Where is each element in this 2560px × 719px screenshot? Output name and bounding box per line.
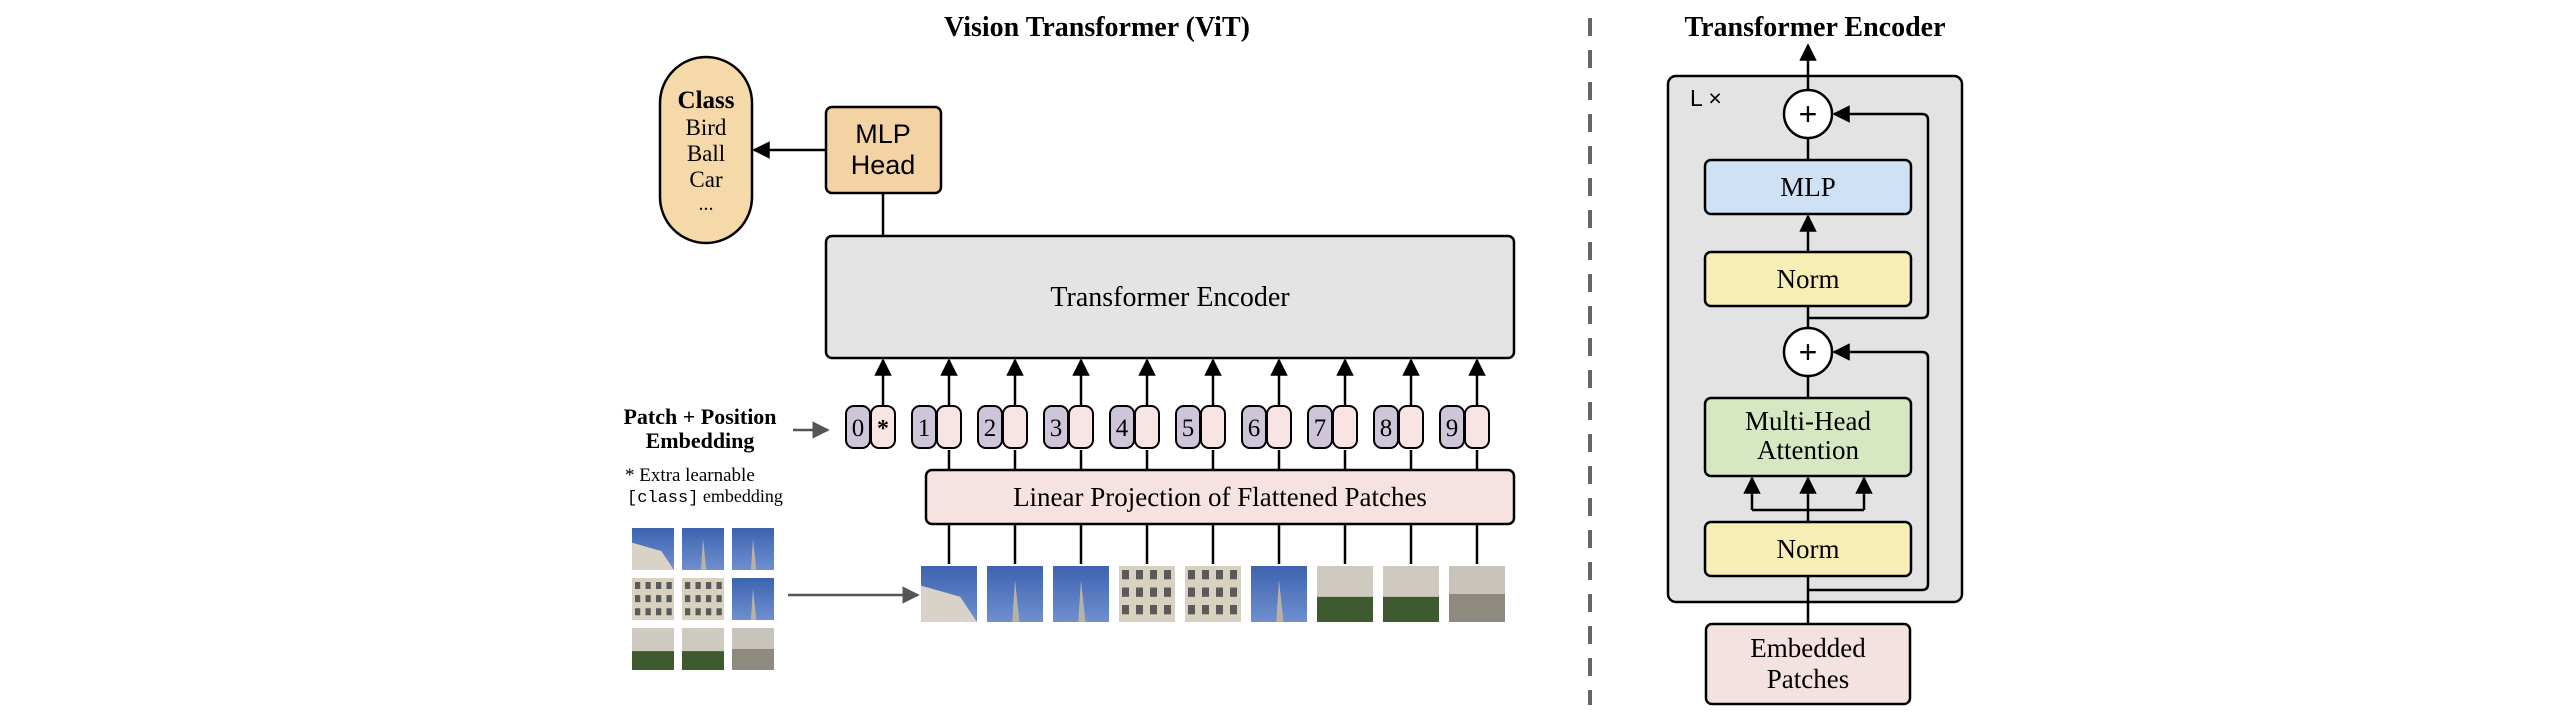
repeat-label: L × <box>1690 85 1722 111</box>
class-item-more: ... <box>699 193 714 215</box>
position-index-4: 4 <box>1116 415 1129 442</box>
norm-block-bottom: Norm <box>1703 520 1913 578</box>
token-pair-1: 1 <box>911 358 962 470</box>
token-pair-9: 9 <box>1439 358 1490 470</box>
mlp-head-line1: MLP <box>855 119 911 149</box>
patch-embedding-1 <box>936 405 962 449</box>
position-index-0: 0 <box>852 415 865 442</box>
class-token-marker: * <box>877 416 889 442</box>
encoder-detail-title: Transformer Encoder <box>1684 12 1945 43</box>
multi-head-attention-block: Multi-Head Attention <box>1703 396 1913 478</box>
mlp-head-line2: Head <box>851 150 916 180</box>
grid-patch-1 <box>632 528 674 570</box>
transformer-encoder-label: Transformer Encoder <box>1050 282 1290 313</box>
add-symbol-top: + <box>1799 96 1818 132</box>
norm-top-label: Norm <box>1777 264 1840 294</box>
norm-bottom-label: Norm <box>1777 534 1840 564</box>
class-item-ball: Ball <box>687 141 725 166</box>
extra-learnable-note-line2: [class] embedding <box>627 486 783 508</box>
embedded-patches-line1: Embedded <box>1750 633 1866 663</box>
mlp-block-label: MLP <box>1780 172 1836 202</box>
token-pair-4: 4 <box>1109 358 1160 470</box>
flattened-patch-6 <box>1251 566 1307 622</box>
flattened-patch-5 <box>1185 566 1241 622</box>
token-pair-5: 5 <box>1175 358 1226 470</box>
position-index-6: 6 <box>1248 415 1261 442</box>
flattened-patch-9 <box>1449 566 1505 622</box>
position-index-1: 1 <box>918 415 931 442</box>
embedding-label-line2: Embedding <box>646 428 755 453</box>
grid-patch-6 <box>732 578 774 620</box>
add-symbol-bottom: + <box>1799 334 1818 370</box>
flattened-patch-4 <box>1119 566 1175 622</box>
flattened-patch-3 <box>1053 566 1109 622</box>
transformer-encoder-box: Transformer Encoder <box>824 234 1516 360</box>
patch-embedding-7 <box>1332 405 1358 449</box>
patch-grid <box>632 528 774 670</box>
vit-title: Vision Transformer (ViT) <box>944 12 1250 43</box>
patch-embedding-2 <box>1002 405 1028 449</box>
grid-patch-8 <box>682 628 724 670</box>
add-node-bottom: + <box>1782 326 1834 378</box>
grid-patch-7 <box>632 628 674 670</box>
attention-line1: Multi-Head <box>1745 406 1871 436</box>
grid-patch-9 <box>732 628 774 670</box>
embedding-label-line1: Patch + Position <box>623 404 776 429</box>
token-pair-6: 6 <box>1241 358 1292 470</box>
mlp-block: MLP <box>1703 158 1913 216</box>
position-index-3: 3 <box>1050 415 1063 442</box>
patch-embedding-8 <box>1398 405 1424 449</box>
attention-line2: Attention <box>1757 435 1859 465</box>
embedded-patches-line2: Patches <box>1767 664 1849 694</box>
norm-block-top: Norm <box>1703 250 1913 308</box>
flattened-patch-row <box>921 524 1505 622</box>
token-pair-2: 2 <box>977 358 1028 470</box>
flattened-patch-8 <box>1383 566 1439 622</box>
class-token-code: [class] <box>627 489 698 508</box>
linear-projection-box: Linear Projection of Flattened Patches <box>924 468 1516 526</box>
patch-embedding-4 <box>1134 405 1160 449</box>
token-pair-8: 8 <box>1373 358 1424 470</box>
linear-projection-label: Linear Projection of Flattened Patches <box>1013 482 1427 512</box>
extra-learnable-note: * Extra learnable <box>625 465 755 486</box>
residual-connection-bottom <box>1808 343 1930 592</box>
add-node-top: + <box>1782 88 1834 140</box>
position-index-2: 2 <box>984 415 997 442</box>
position-index-7: 7 <box>1314 415 1327 442</box>
class-embedding-text: embedding <box>698 486 782 506</box>
patch-embedding-9 <box>1464 405 1490 449</box>
grid-patch-5 <box>682 578 724 620</box>
grid-patch-4 <box>632 578 674 620</box>
token-pair-3: 3 <box>1043 358 1094 470</box>
flattened-patch-2 <box>987 566 1043 622</box>
patch-embedding-3 <box>1068 405 1094 449</box>
token-pair-0: 0* <box>845 358 896 449</box>
embedded-patches-block: Embedded Patches <box>1704 622 1912 706</box>
position-index-8: 8 <box>1380 415 1393 442</box>
residual-connection-top <box>1808 105 1930 320</box>
class-item-bird: Bird <box>686 115 727 140</box>
grid-patch-2 <box>682 528 724 570</box>
flattened-patch-1 <box>921 566 977 622</box>
class-output-box: Class Bird Ball Car ... <box>658 55 754 245</box>
position-index-5: 5 <box>1182 415 1195 442</box>
flattened-patch-7 <box>1317 566 1373 622</box>
mlp-head-box: MLP Head <box>824 105 943 195</box>
class-item-car: Car <box>689 167 723 192</box>
patch-embedding-6 <box>1266 405 1292 449</box>
class-heading: Class <box>678 87 735 114</box>
grid-patch-3 <box>732 528 774 570</box>
position-index-9: 9 <box>1446 415 1459 442</box>
token-pair-7: 7 <box>1307 358 1358 470</box>
patch-embedding-5 <box>1200 405 1226 449</box>
